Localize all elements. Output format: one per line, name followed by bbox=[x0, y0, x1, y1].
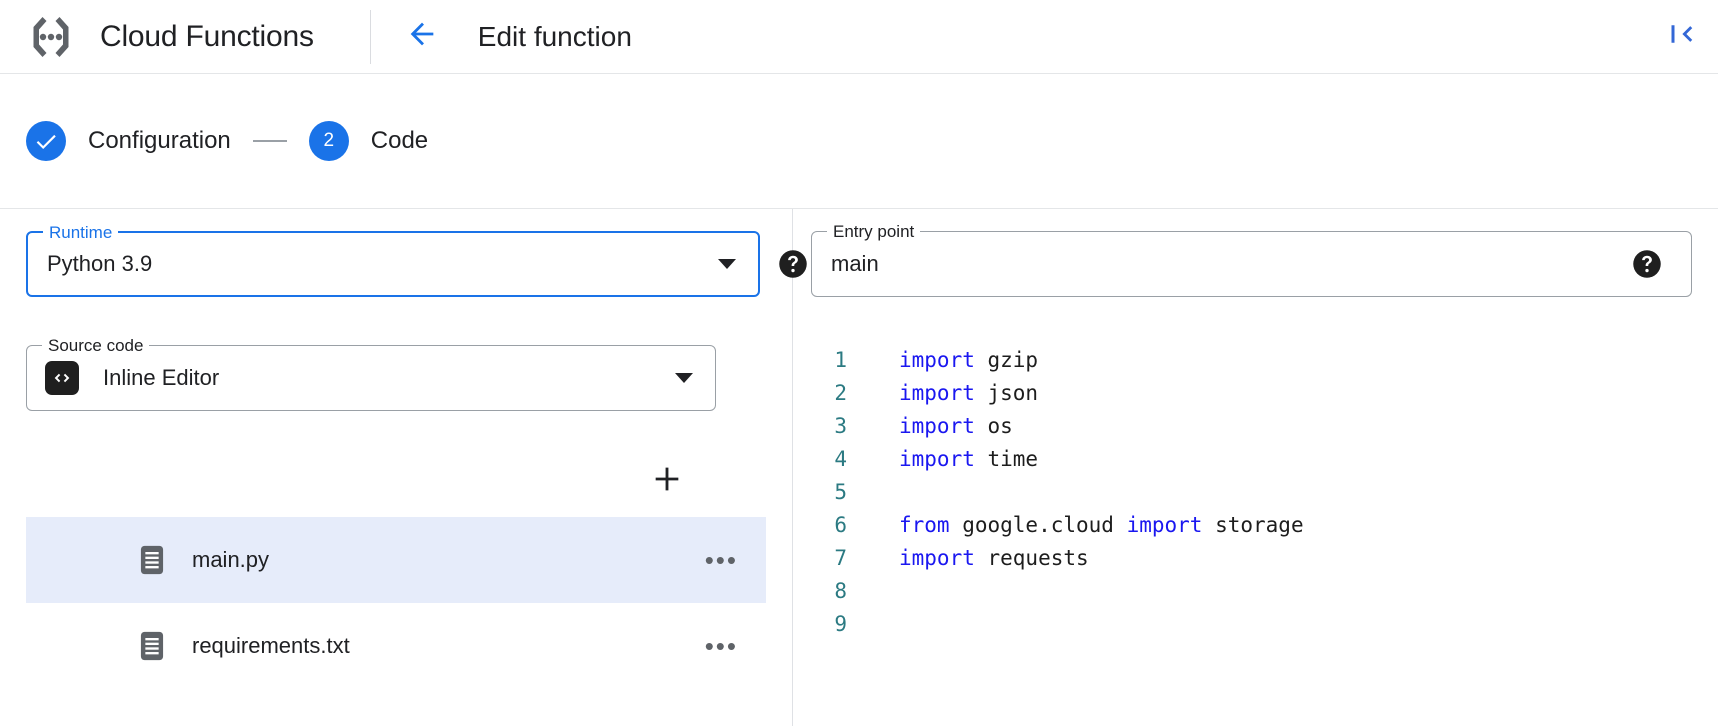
chevron-down-icon[interactable] bbox=[718, 259, 736, 269]
code-identifier: time bbox=[974, 446, 1039, 471]
file-overflow-menu-button[interactable]: ••• bbox=[704, 631, 738, 661]
code-line-number: 4 bbox=[834, 446, 847, 471]
code-line-text[interactable]: import os bbox=[847, 414, 1013, 438]
entry-point-value[interactable]: main bbox=[831, 251, 879, 276]
code-identifier: os bbox=[974, 413, 1013, 438]
file-overflow-menu-button[interactable]: ••• bbox=[704, 545, 738, 575]
chevron-down-icon[interactable] bbox=[675, 373, 693, 383]
step-complete-check-icon bbox=[26, 121, 66, 161]
code-identifier: google.cloud bbox=[949, 512, 1127, 537]
code-identifier: json bbox=[974, 380, 1039, 405]
code-keyword: import bbox=[899, 446, 975, 471]
code-line: 8 bbox=[793, 574, 1718, 607]
entry-point-row: Entry point main bbox=[811, 223, 1692, 297]
file-name: main.py bbox=[192, 547, 270, 572]
runtime-label: Runtime bbox=[43, 224, 119, 242]
code-keyword: import bbox=[1126, 512, 1203, 537]
brand-title: Cloud Functions bbox=[100, 19, 314, 53]
content-area: Runtime Python 3.9 Source code Inl bbox=[0, 209, 1718, 726]
entry-point-label: Entry point bbox=[827, 223, 921, 241]
code-identifier: gzip bbox=[974, 347, 1039, 372]
file-document-icon bbox=[137, 544, 167, 576]
collapse-panel-button[interactable] bbox=[1662, 17, 1702, 57]
code-line-number: 9 bbox=[834, 611, 847, 636]
code-brackets-icon bbox=[45, 361, 79, 395]
file-list-item-main-py[interactable]: main.py ••• bbox=[26, 517, 766, 603]
entry-point-help-icon[interactable] bbox=[1632, 249, 1662, 279]
file-document-icon bbox=[137, 630, 167, 662]
cloud-functions-logo-icon bbox=[24, 13, 78, 61]
code-line-number: 8 bbox=[834, 578, 847, 603]
code-line-text[interactable]: from google.cloud import storage bbox=[847, 513, 1304, 537]
brand[interactable]: Cloud Functions bbox=[0, 0, 314, 73]
step-number-badge: 2 bbox=[308, 121, 349, 161]
runtime-select[interactable]: Runtime Python 3.9 bbox=[26, 224, 760, 297]
app-bar: Cloud Functions Edit function bbox=[0, 0, 1718, 74]
step-configuration[interactable]: Configuration bbox=[26, 121, 231, 161]
code-identifier: storage bbox=[1202, 512, 1304, 537]
step-connector bbox=[252, 140, 287, 142]
plus-icon bbox=[650, 462, 684, 501]
code-line-number: 7 bbox=[834, 545, 847, 570]
step-configuration-label: Configuration bbox=[88, 127, 231, 154]
step-code[interactable]: 2 Code bbox=[308, 121, 429, 161]
back-button[interactable] bbox=[400, 15, 444, 59]
code-keyword: import bbox=[899, 413, 975, 438]
code-line-number: 3 bbox=[834, 413, 847, 438]
code-line-number: 6 bbox=[834, 512, 847, 537]
code-line: 9 bbox=[793, 607, 1718, 640]
code-keyword: import bbox=[899, 347, 975, 372]
code-line: 5 bbox=[793, 475, 1718, 508]
code-line-text[interactable]: import gzip bbox=[847, 348, 1038, 372]
left-panel: Runtime Python 3.9 Source code Inl bbox=[0, 209, 807, 726]
stepper: Configuration 2 Code bbox=[0, 74, 1718, 209]
runtime-row: Runtime Python 3.9 bbox=[26, 224, 808, 297]
code-line-number: 5 bbox=[834, 479, 847, 504]
source-code-label: Source code bbox=[42, 337, 150, 355]
arrow-left-icon bbox=[405, 17, 439, 56]
page-title: Edit function bbox=[477, 20, 632, 52]
code-line-text[interactable]: import requests bbox=[847, 546, 1089, 570]
code-keyword: import bbox=[899, 545, 975, 570]
file-list: main.py ••• requirements.txt ••• bbox=[26, 517, 766, 689]
source-code-select[interactable]: Source code Inline Editor bbox=[26, 337, 716, 411]
code-identifier: requests bbox=[974, 545, 1089, 570]
runtime-value: Python 3.9 bbox=[47, 251, 153, 276]
appbar-divider bbox=[369, 9, 371, 64]
collapse-panel-icon bbox=[1667, 19, 1697, 54]
add-file-button[interactable] bbox=[645, 459, 689, 503]
file-list-item-requirements-txt[interactable]: requirements.txt ••• bbox=[26, 603, 766, 689]
code-line-number: 1 bbox=[834, 347, 847, 372]
file-name: requirements.txt bbox=[192, 633, 350, 658]
code-line-text[interactable]: import time bbox=[847, 447, 1038, 471]
code-line-text[interactable]: import json bbox=[847, 381, 1038, 405]
entry-point-input[interactable]: Entry point main bbox=[811, 223, 1692, 297]
source-code-value: Inline Editor bbox=[103, 365, 220, 390]
step-code-label: Code bbox=[370, 127, 429, 154]
code-line-number: 2 bbox=[834, 380, 847, 405]
code-keyword: import bbox=[899, 380, 975, 405]
runtime-help-icon[interactable] bbox=[778, 249, 808, 279]
code-keyword: from bbox=[899, 512, 950, 537]
